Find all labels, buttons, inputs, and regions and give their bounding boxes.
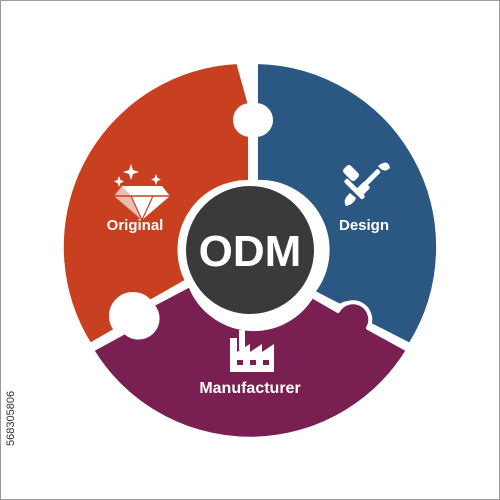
segment-label-original: Original (107, 217, 164, 234)
segment-label-design: Design (339, 217, 389, 234)
center-circle (182, 182, 318, 318)
factory-icon (230, 330, 274, 372)
diamond-icon (114, 164, 170, 221)
center-label: ODM (199, 227, 302, 276)
tools-icon (343, 162, 390, 206)
segment-label-manufacturer: Manufacturer (199, 380, 300, 397)
stock-id-label: 568305806 (5, 391, 17, 446)
